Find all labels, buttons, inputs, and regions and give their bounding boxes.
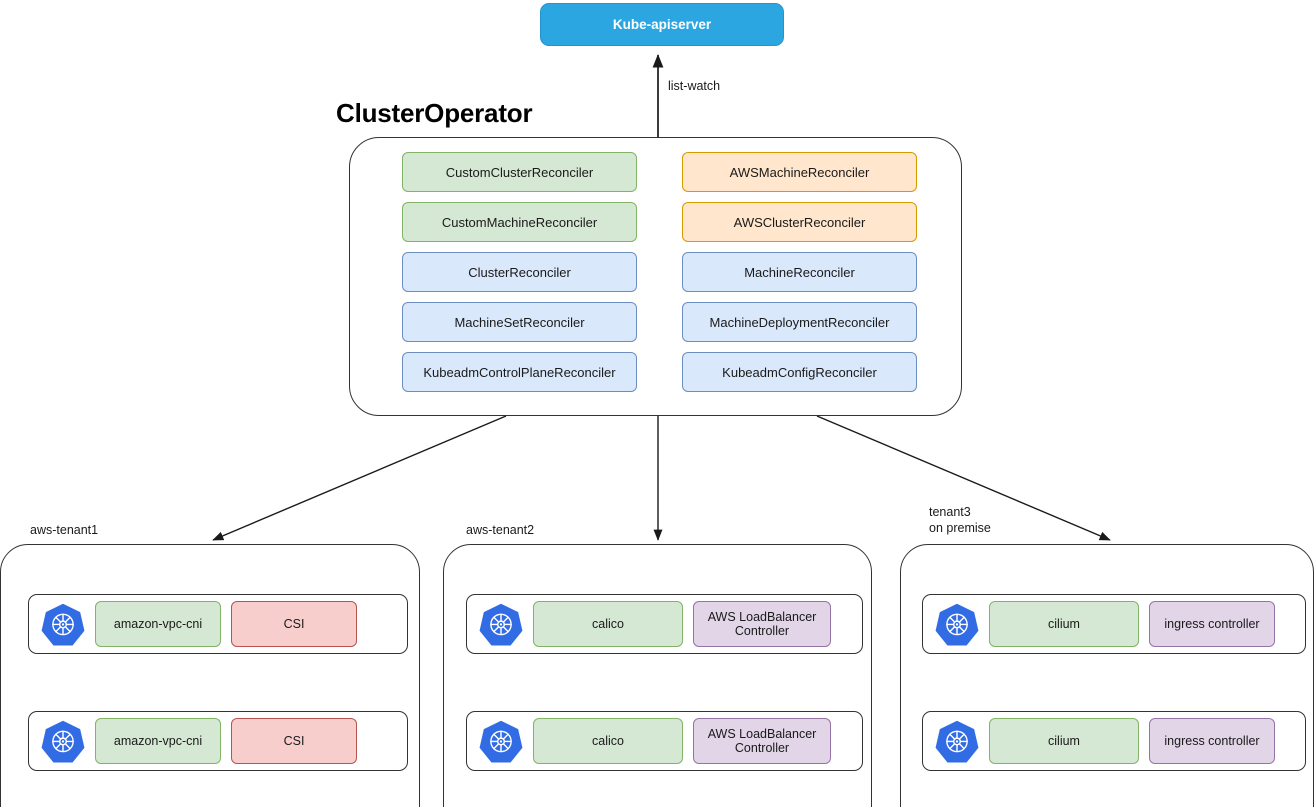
addon-amazon-vpc-cni[interactable]: amazon-vpc-cni — [95, 601, 221, 647]
kube-apiserver-label: Kube-apiserver — [612, 17, 712, 32]
addon-aws-loadbalancer-controller[interactable]: AWS LoadBalancer Controller — [693, 718, 831, 764]
cluster-node[interactable]: amazon-vpc-cni CSI — [28, 594, 408, 654]
addon-calico[interactable]: calico — [533, 718, 683, 764]
cluster-node[interactable]: calico AWS LoadBalancer Controller — [466, 594, 863, 654]
reconciler-column-right: AWSMachineReconciler AWSClusterReconcile… — [682, 152, 917, 402]
edge-label-list-watch: list-watch — [668, 79, 721, 93]
tenant-label-aws-tenant2: aws-tenant2 — [466, 523, 535, 537]
reconciler-kubeadm-config[interactable]: KubeadmConfigReconciler — [682, 352, 917, 392]
reconciler-machine[interactable]: MachineReconciler — [682, 252, 917, 292]
reconciler-machine-set[interactable]: MachineSetReconciler — [402, 302, 637, 342]
addon-amazon-vpc-cni[interactable]: amazon-vpc-cni — [95, 718, 221, 764]
reconciler-cluster[interactable]: ClusterReconciler — [402, 252, 637, 292]
cluster-node[interactable]: amazon-vpc-cni CSI — [28, 711, 408, 771]
addon-calico[interactable]: calico — [533, 601, 683, 647]
kubernetes-icon — [935, 602, 979, 646]
reconciler-aws-cluster[interactable]: AWSClusterReconciler — [682, 202, 917, 242]
reconciler-machine-deployment[interactable]: MachineDeploymentReconciler — [682, 302, 917, 342]
addon-csi[interactable]: CSI — [231, 601, 357, 647]
addon-ingress-controller[interactable]: ingress controller — [1149, 718, 1275, 764]
reconciler-column-left: CustomClusterReconciler CustomMachineRec… — [402, 152, 637, 402]
tenant-label-aws-tenant1: aws-tenant1 — [30, 523, 99, 537]
kube-apiserver-node[interactable]: Kube-apiserver — [540, 3, 784, 46]
cluster-node[interactable]: cilium ingress controller — [922, 711, 1306, 771]
cluster-node[interactable]: cilium ingress controller — [922, 594, 1306, 654]
kubernetes-icon — [935, 719, 979, 763]
addon-csi[interactable]: CSI — [231, 718, 357, 764]
page-title: ClusterOperator — [336, 98, 533, 128]
edge-operator-to-tenant1 — [212, 415, 507, 541]
kubernetes-icon — [479, 602, 523, 646]
addon-cilium[interactable]: cilium — [989, 718, 1139, 764]
tenant-label-tenant3: tenant3 on premise — [929, 505, 991, 535]
kubernetes-icon — [41, 602, 85, 646]
kubernetes-icon — [479, 719, 523, 763]
reconciler-kubeadm-control-plane[interactable]: KubeadmControlPlaneReconciler — [402, 352, 637, 392]
addon-ingress-controller[interactable]: ingress controller — [1149, 601, 1275, 647]
reconciler-custom-machine[interactable]: CustomMachineReconciler — [402, 202, 637, 242]
addon-cilium[interactable]: cilium — [989, 601, 1139, 647]
kubernetes-icon — [41, 719, 85, 763]
reconciler-custom-cluster[interactable]: CustomClusterReconciler — [402, 152, 637, 192]
cluster-node[interactable]: calico AWS LoadBalancer Controller — [466, 711, 863, 771]
reconciler-aws-machine[interactable]: AWSMachineReconciler — [682, 152, 917, 192]
addon-aws-loadbalancer-controller[interactable]: AWS LoadBalancer Controller — [693, 601, 831, 647]
